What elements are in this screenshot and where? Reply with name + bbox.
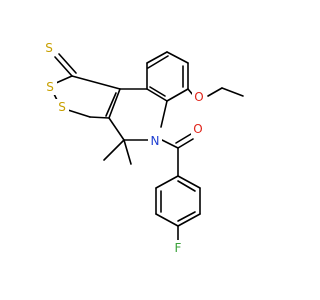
- bond: [177, 138, 194, 149]
- svg-text:O: O: [194, 90, 203, 104]
- svg-text:O: O: [193, 122, 202, 136]
- bond: [147, 55, 169, 69]
- molecule-structure-diagram: S S S O O N F: [42, 40, 244, 256]
- ring-sulfur-label-1: S: [43, 79, 57, 95]
- bond: [177, 175, 201, 189]
- svg-text:N: N: [151, 134, 160, 148]
- bond: [146, 51, 168, 64]
- bond: [146, 88, 168, 102]
- bond: [105, 92, 117, 117]
- atom-labels: S S S O O N F: [42, 40, 206, 256]
- svg-text:S: S: [45, 41, 53, 55]
- bond: [71, 75, 121, 90]
- bond: [89, 116, 110, 119]
- bond: [108, 117, 125, 141]
- ether-oxygen-label: O: [192, 89, 206, 105]
- bond-lines: [51, 51, 244, 244]
- svg-text:S: S: [58, 100, 66, 114]
- bond: [123, 139, 132, 165]
- bond: [108, 88, 121, 119]
- bond: [149, 86, 166, 97]
- svg-text:S: S: [46, 80, 54, 94]
- bond: [160, 100, 168, 128]
- bond: [166, 88, 189, 102]
- bond: [161, 139, 179, 149]
- fluorine-label: F: [171, 240, 185, 256]
- bond: [221, 87, 244, 97]
- carbonyl-oxygen-label: O: [191, 121, 205, 137]
- bond: [155, 213, 179, 227]
- bond: [155, 175, 179, 189]
- bond: [67, 109, 91, 118]
- bond: [177, 213, 201, 227]
- bond: [58, 53, 77, 74]
- bond: [177, 180, 196, 192]
- bond: [54, 56, 73, 77]
- bond: [103, 139, 125, 161]
- bond: [175, 133, 192, 144]
- bond: [207, 87, 223, 97]
- ring-sulfur-label-2: S: [55, 99, 69, 115]
- svg-text:F: F: [175, 241, 182, 255]
- bond: [166, 51, 189, 64]
- thione-sulfur-label: S: [42, 40, 56, 56]
- ring-nitrogen-label: N: [148, 133, 162, 149]
- molecule-svg: S S S O O N F: [42, 40, 244, 256]
- bond: [55, 75, 73, 84]
- bond: [177, 211, 196, 222]
